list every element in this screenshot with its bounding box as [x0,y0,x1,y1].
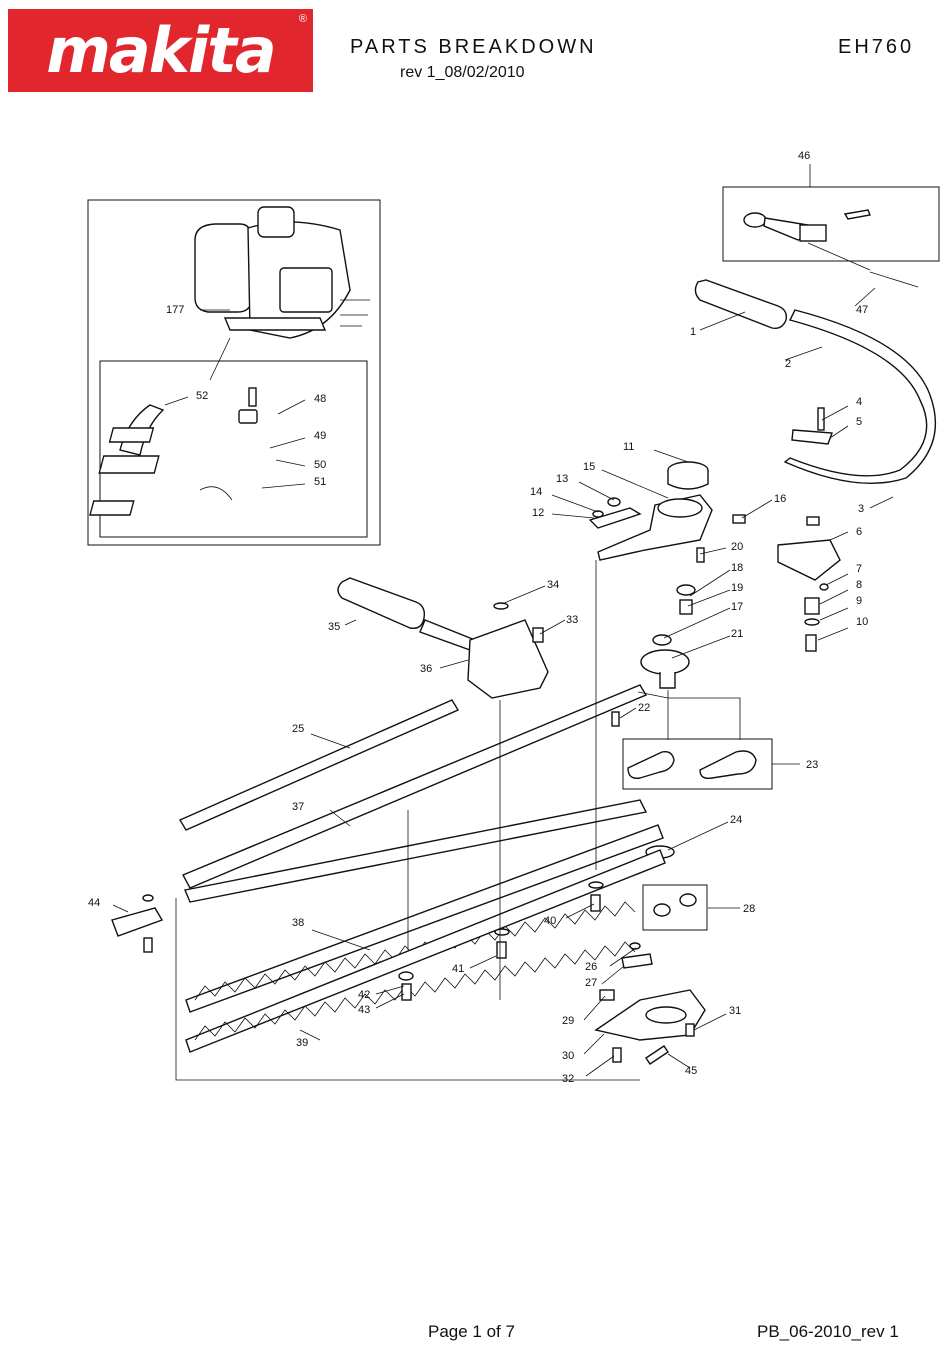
callout-12: 12 [532,507,544,519]
callout-49: 49 [314,430,326,442]
callout-42: 42 [358,989,370,1001]
callout-31: 31 [729,1005,741,1017]
callout-8: 8 [856,579,862,591]
lever-inset-box [722,186,940,262]
callout-5: 5 [856,416,862,428]
front-handle-drawing [337,577,549,699]
callout-7: 7 [856,563,862,575]
bearings-box [642,884,708,931]
filter-subassembly-box [99,360,368,538]
callout-15: 15 [583,461,595,473]
callout-24: 24 [730,814,742,826]
revision-label: rev 1_08/02/2010 [400,64,525,81]
callout-30: 30 [562,1050,574,1062]
callout-19: 19 [731,582,743,594]
callout-21: 21 [731,628,743,640]
callout-43: 43 [358,1004,370,1016]
callout-11: 11 [623,441,634,453]
logo-text: makita [46,14,276,87]
registered-mark: ® [298,13,307,25]
filter-parts-drawing [89,387,258,516]
callout-6: 6 [856,526,862,538]
lever-parts-drawing [743,209,919,288]
callout-38: 38 [292,917,304,929]
callout-27: 27 [585,977,597,989]
callout-39: 39 [296,1037,308,1049]
callout-22: 22 [638,702,650,714]
callout-52: 52 [196,390,208,402]
callout-20: 20 [731,541,743,553]
callout-50: 50 [314,459,326,471]
plates-drawing [627,750,757,780]
callout-3: 3 [858,503,864,515]
lower-gear-case-drawing [594,942,706,1065]
callout-32: 32 [562,1073,574,1085]
callout-34: 34 [547,579,559,591]
callout-10: 10 [856,616,868,628]
callout-51: 51 [314,476,326,488]
callout-45: 45 [685,1065,697,1077]
callout-47: 47 [856,304,868,316]
callout-18: 18 [731,562,743,574]
callout-23: 23 [806,759,818,771]
callout-46: 46 [798,150,810,162]
callout-33: 33 [566,614,578,626]
callout-37: 37 [292,801,304,813]
callout-25: 25 [292,723,304,735]
callout-40: 40 [544,915,556,927]
callout-16: 16 [774,493,786,505]
callout-1: 1 [690,326,696,338]
callout-48: 48 [314,393,326,405]
page-title: PARTS BREAKDOWN [350,36,597,58]
callout-177: 177 [166,304,184,316]
gear-housing-drawing [588,407,841,727]
callout-labels: 1 2 3 4 5 6 7 8 9 10 11 12 13 14 15 16 1… [88,150,868,1085]
callout-35: 35 [328,621,340,633]
callout-44: 44 [88,897,100,909]
callout-9: 9 [856,595,862,607]
leader-lines [112,164,894,1081]
makita-logo: makita ® [8,9,313,92]
callout-17: 17 [731,601,743,613]
document-reference: PB_06-2010_rev 1 [757,1322,899,1341]
callout-2: 2 [785,358,791,370]
rear-handle-drawing [694,279,937,485]
callout-14: 14 [530,486,542,498]
callout-29: 29 [562,1015,574,1027]
engine-drawing [194,206,370,339]
callout-26: 26 [585,961,597,973]
callout-41: 41 [452,963,464,975]
callout-28: 28 [743,903,755,915]
callout-36: 36 [420,663,432,675]
engine-inset-box [87,199,381,546]
page-number: Page 1 of 7 [428,1322,515,1341]
blade-assembly-drawing [111,684,666,1053]
callout-13: 13 [556,473,568,485]
callout-4: 4 [856,396,862,408]
model-number: EH760 [838,36,915,58]
